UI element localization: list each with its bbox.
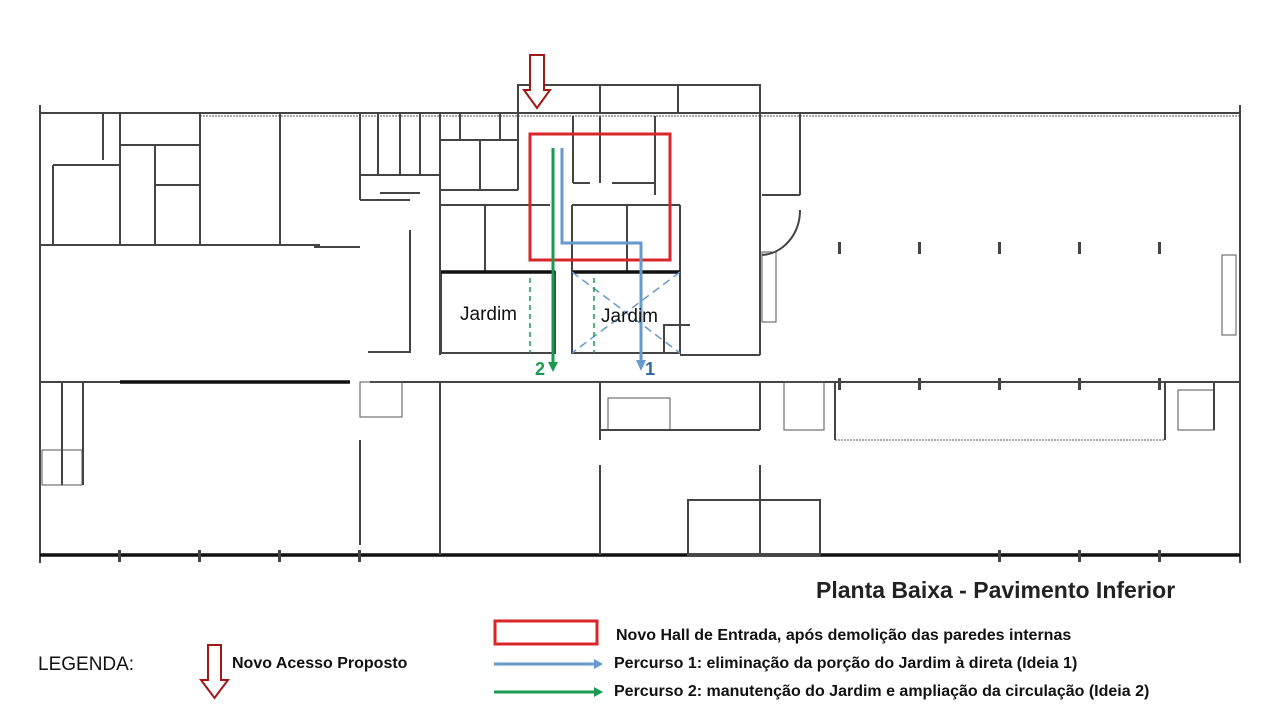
new-hall-highlight	[528, 132, 672, 262]
legend-blue-arrow	[494, 659, 603, 669]
garden-left-label: Jardim	[460, 304, 518, 325]
legend-path-1: Percurso 1: eliminação da porção do Jard…	[614, 655, 1078, 672]
legend-new-hall: Novo Hall de Entrada, após demolição das…	[616, 627, 1072, 644]
legend-heading: LEGENDA:	[38, 654, 135, 675]
green-dashed-lines	[529, 278, 595, 353]
garden-right-label: Jardim	[601, 306, 659, 327]
path-1-blue-arrow	[560, 148, 646, 371]
legend-access-arrow-icon	[199, 644, 230, 700]
legend-red-rect	[493, 619, 599, 646]
path-1-label: 1	[645, 359, 656, 379]
legend-new-access: Novo Acesso Proposto	[232, 655, 408, 672]
stairs	[41, 251, 1237, 486]
columns	[118, 242, 1161, 562]
plan-title: Planta Baixa - Pavimento Inferior	[816, 577, 1176, 603]
legend-green-arrow	[494, 687, 603, 697]
garden-demolition-x	[571, 271, 681, 354]
building-walls	[39, 84, 1241, 563]
path-2-label: 2	[535, 359, 546, 379]
new-access-arrow-icon	[522, 54, 552, 110]
legend-path-2: Percurso 2: manutenção do Jardim e ampli…	[614, 683, 1150, 700]
path-2-green-arrow	[548, 148, 558, 372]
